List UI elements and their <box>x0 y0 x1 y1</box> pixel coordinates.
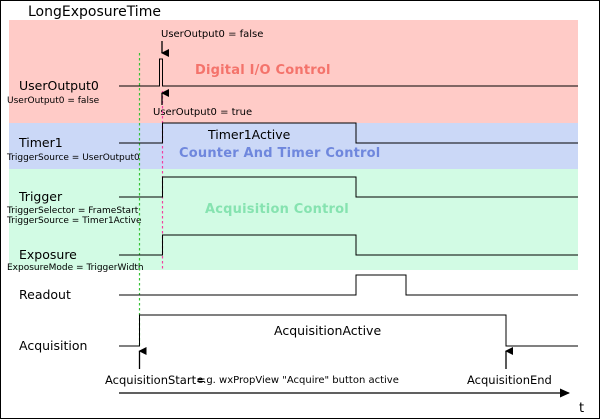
signal-sub-useroutput0: UserOutput0 = false <box>7 96 100 106</box>
signal-label-useroutput0: UserOutput0 <box>19 78 99 93</box>
wave-readout <box>119 274 578 296</box>
signal-label-trigger: Trigger <box>19 189 63 204</box>
annotation-acquisitionstart: AcquisitionStart= <box>105 373 206 387</box>
signal-label-acquisition: Acquisition <box>19 338 88 353</box>
annotation-acquisitionstart-detail: e.g. wxPropView "Acquire" button active <box>197 375 399 386</box>
signal-sub-trigger-source: TriggerSource = Timer1Active <box>7 216 142 226</box>
band-title-counter-timer: Counter And Timer Control <box>179 146 381 161</box>
page-title: LongExposureTime <box>28 4 161 20</box>
signal-label-timer1: Timer1 <box>19 135 63 150</box>
band-title-digital-io: Digital I/O Control <box>195 63 331 78</box>
annotation-acquisitionend: AcquisitionEnd <box>467 373 552 387</box>
signal-sub-trigger-selector: TriggerSelector = FrameStart <box>7 206 139 216</box>
annotation-timer1active: Timer1Active <box>208 127 291 142</box>
signal-sub-exposure: ExposureMode = TriggerWidth <box>7 263 144 273</box>
annotation-useroutput0-true: UserOutput0 = true <box>153 107 253 118</box>
annotation-useroutput0-false: UserOutput0 = false <box>161 29 264 40</box>
signal-label-readout: Readout <box>19 287 71 302</box>
signal-sub-timer1: TriggerSource = UserOutput0 <box>7 153 140 163</box>
band-title-acquisition: Acquisition Control <box>205 202 349 217</box>
annotation-acquisitionactive: AcquisitionActive <box>274 323 382 338</box>
time-axis-label: t <box>579 401 585 416</box>
signal-label-exposure: Exposure <box>19 247 77 262</box>
